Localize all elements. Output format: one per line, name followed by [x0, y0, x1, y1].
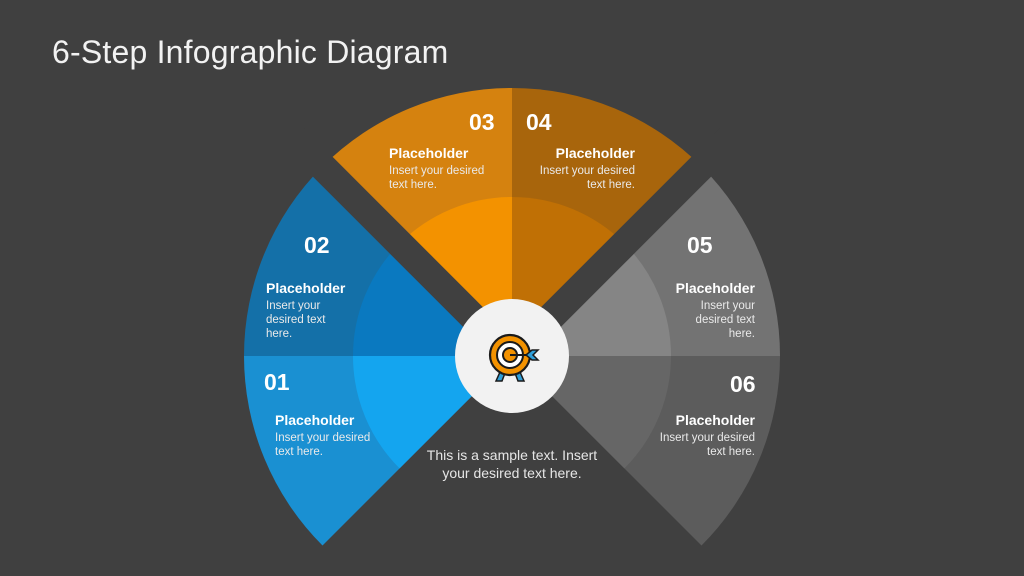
- step-04-text: Insert your desired text here.: [539, 165, 635, 191]
- step-06-text: Insert your desired text here.: [659, 432, 755, 458]
- step-04-heading: Placeholder: [555, 145, 635, 161]
- step-04-number: 04: [526, 109, 552, 135]
- step-02-label: Placeholder Insert your desired text her…: [266, 280, 366, 341]
- step-06-number: 06: [730, 371, 756, 397]
- step-02-text: Insert your desired text here.: [266, 300, 326, 340]
- step-03-label: Placeholder Insert your desired text her…: [389, 145, 504, 192]
- step-05-number: 05: [687, 232, 713, 258]
- step-03-number: 03: [469, 109, 495, 135]
- center-caption: This is a sample text. Insert your desir…: [426, 447, 598, 481]
- step-01-number: 01: [264, 369, 290, 395]
- slide-title: 6-Step Infographic Diagram: [52, 34, 449, 70]
- step-05-text: Insert your desired text here.: [695, 300, 755, 340]
- step-01-label: Placeholder Insert your desired text her…: [275, 412, 405, 459]
- step-06-label: Placeholder Insert your desired text her…: [645, 412, 755, 459]
- step-01-text: Insert your desired text here.: [275, 432, 371, 458]
- step-02-heading: Placeholder: [266, 280, 346, 296]
- target-arrow-icon: [488, 333, 540, 382]
- step-02-number: 02: [304, 232, 330, 258]
- step-03-text: Insert your desired text here.: [389, 165, 485, 191]
- step-05-label: Placeholder Insert your desired text her…: [655, 280, 755, 341]
- center-hub: [455, 299, 569, 413]
- step-05-heading: Placeholder: [675, 280, 755, 296]
- step-03-heading: Placeholder: [389, 145, 469, 161]
- step-01-heading: Placeholder: [275, 412, 355, 428]
- step-04-label: Placeholder Insert your desired text her…: [520, 145, 635, 192]
- step-06-heading: Placeholder: [675, 412, 755, 428]
